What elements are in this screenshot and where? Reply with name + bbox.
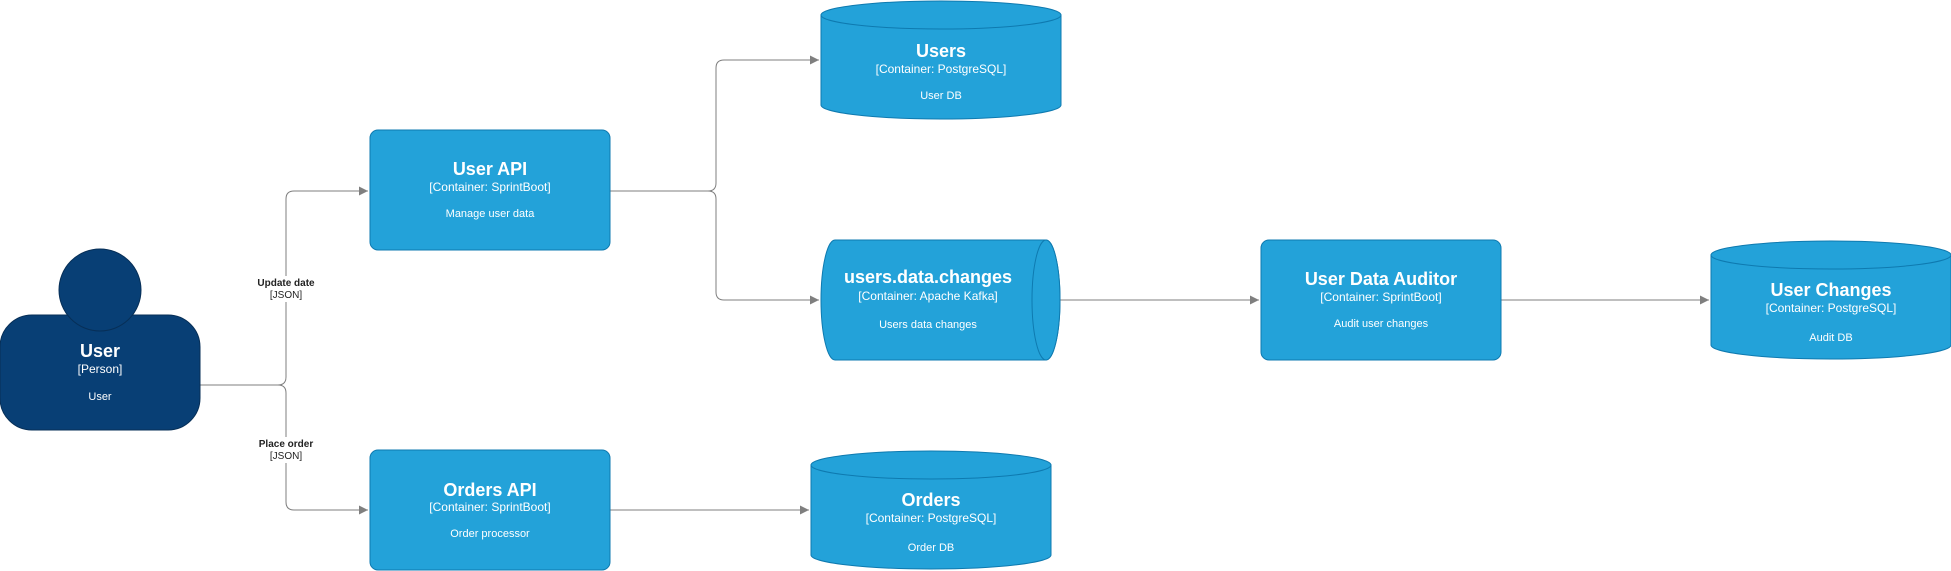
edge-label-tech: [JSON] xyxy=(270,290,302,301)
container-orders-api[interactable]: Orders API [Container: SprintBoot] Order… xyxy=(369,449,611,571)
edge-user-api-to-kafka[interactable] xyxy=(610,190,819,305)
database-user-changes[interactable]: User Changes [Container: PostgreSQL] Aud… xyxy=(1710,240,1951,360)
database-description: Audit DB xyxy=(1809,332,1852,344)
person-type: [Person] xyxy=(78,362,123,376)
queue-type: [Container: Apache Kafka] xyxy=(858,289,997,303)
container-box xyxy=(369,129,611,251)
person-description: User xyxy=(88,391,112,403)
container-description: Order processor xyxy=(450,528,530,540)
container-type: [Container: SprintBoot] xyxy=(429,180,550,194)
edges xyxy=(200,55,1709,515)
database-type: [Container: PostgreSQL] xyxy=(1766,301,1897,315)
edge-label-background xyxy=(250,437,322,463)
database-top xyxy=(820,0,1062,30)
database-top xyxy=(810,450,1052,480)
database-description: Order DB xyxy=(908,542,954,554)
database-body xyxy=(820,14,1062,120)
database-type: [Container: PostgreSQL] xyxy=(866,511,997,525)
container-title: User API xyxy=(453,159,527,179)
database-users[interactable]: Users [Container: PostgreSQL] User DB xyxy=(820,0,1062,120)
database-title: Users xyxy=(916,41,966,61)
edge-label-text: Place order xyxy=(259,439,314,450)
queue-description: Users data changes xyxy=(879,319,977,331)
edge-label-background xyxy=(250,276,322,302)
edge-label-place-order: Place order [JSON] xyxy=(250,437,322,463)
database-body xyxy=(1710,254,1951,360)
edge-user-api-to-users-db[interactable] xyxy=(610,55,819,192)
container-title: Orders API xyxy=(443,480,536,500)
container-user-data-auditor[interactable]: User Data Auditor [Container: SprintBoot… xyxy=(1260,239,1502,361)
database-title: User Changes xyxy=(1770,280,1891,300)
container-title: User Data Auditor xyxy=(1305,269,1457,289)
queue-users-data-changes[interactable]: users.data.changes [Container: Apache Ka… xyxy=(820,239,1061,361)
edge-label-text: Update date xyxy=(257,278,315,289)
container-description: Audit user changes xyxy=(1334,318,1429,330)
database-description: User DB xyxy=(920,90,962,102)
container-box xyxy=(369,449,611,571)
container-type: [Container: SprintBoot] xyxy=(1320,290,1441,304)
database-body xyxy=(810,464,1052,570)
container-type: [Container: SprintBoot] xyxy=(429,500,550,514)
container-user-api[interactable]: User API [Container: SprintBoot] Manage … xyxy=(369,129,611,251)
person-user[interactable]: User [Person] User xyxy=(0,248,201,431)
person-title: User xyxy=(80,341,120,361)
queue-title: users.data.changes xyxy=(844,267,1012,287)
database-top xyxy=(1710,240,1951,270)
database-orders[interactable]: Orders [Container: PostgreSQL] Order DB xyxy=(810,450,1052,570)
queue-end xyxy=(1031,239,1061,361)
edge-label-update-data: Update date [JSON] xyxy=(250,276,322,302)
database-title: Orders xyxy=(901,490,960,510)
container-description: Manage user data xyxy=(446,208,536,220)
database-type: [Container: PostgreSQL] xyxy=(876,62,1007,76)
edge-label-tech: [JSON] xyxy=(270,451,302,462)
person-head xyxy=(58,248,142,332)
container-box xyxy=(1260,239,1502,361)
